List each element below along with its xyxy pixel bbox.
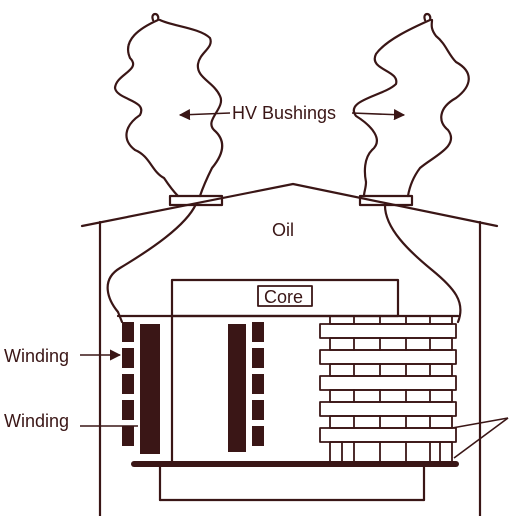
hv-bushing-left [115, 14, 222, 205]
winding-coils-inner [228, 322, 264, 452]
label-core: Core [264, 287, 303, 307]
lead-right [385, 204, 461, 322]
label-winding-top: Winding [4, 346, 69, 366]
winding-coils-left [122, 322, 160, 454]
label-hv-bushings: HV Bushings [232, 103, 336, 123]
label-oil: Oil [272, 220, 294, 240]
bushing-arrow-right [352, 113, 404, 115]
bushing-arrow-left [180, 113, 230, 115]
label-winding-bottom: Winding [4, 411, 69, 431]
lead-left [108, 204, 196, 322]
hv-bushing-right [354, 14, 469, 205]
winding-stack-right [320, 316, 456, 462]
